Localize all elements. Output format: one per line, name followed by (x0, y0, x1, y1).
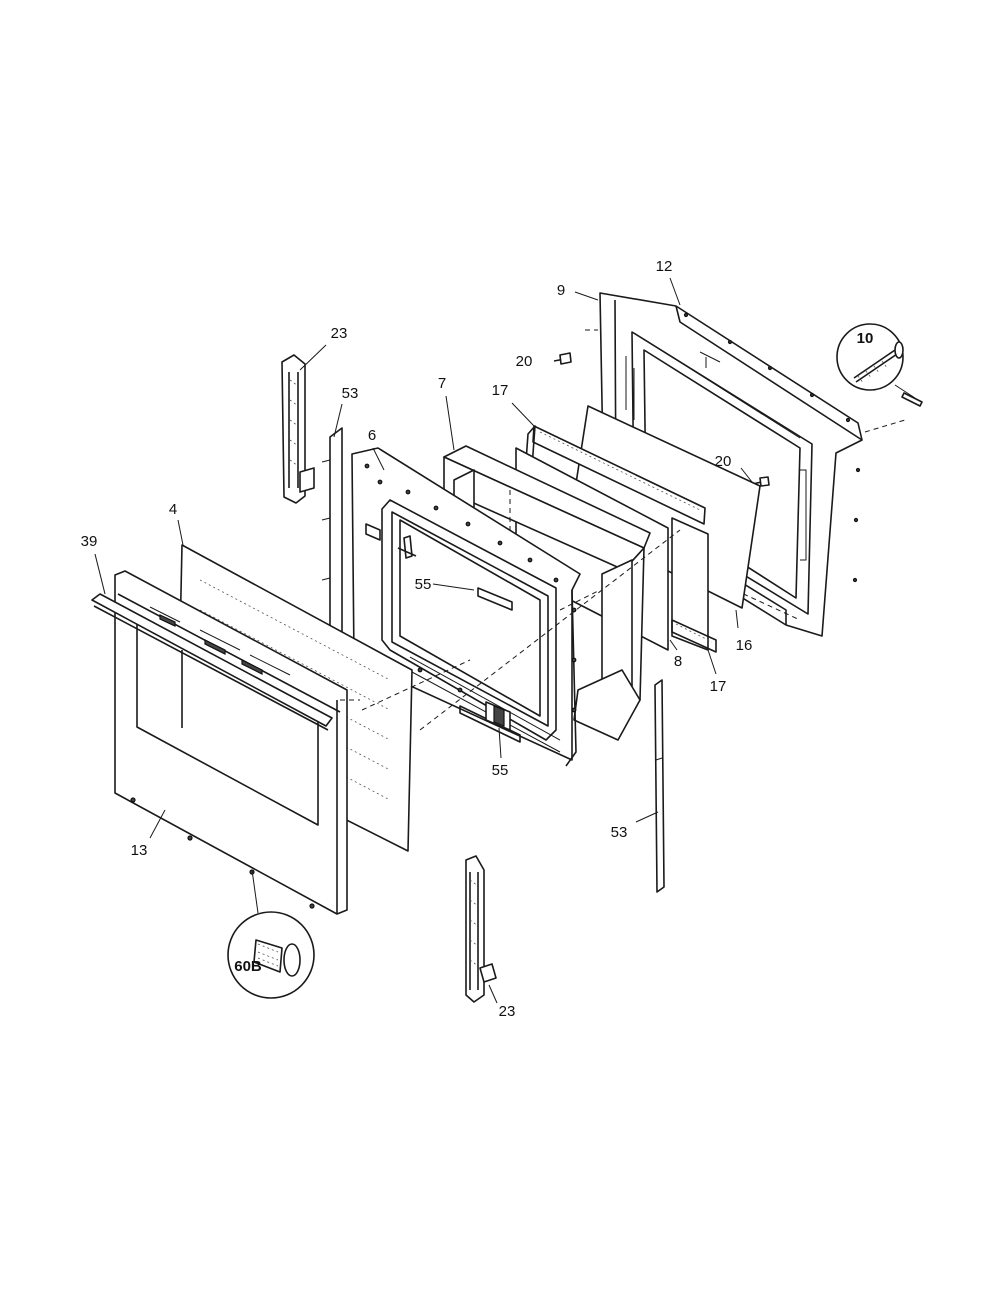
outer-door-panel (114, 570, 348, 915)
screw-20-left (553, 352, 572, 365)
label-9: 9 (557, 282, 565, 299)
door-liner-frame (599, 292, 863, 637)
label-7: 7 (438, 375, 446, 392)
screw-callout-60b (227, 911, 315, 999)
label-8: 8 (674, 653, 682, 670)
label-20-right: 20 (715, 453, 732, 470)
insulation-block (443, 445, 651, 741)
label-13: 13 (131, 842, 148, 859)
label-23-top: 23 (331, 325, 348, 342)
label-20-left: 20 (516, 353, 533, 370)
door-seal-right (654, 679, 665, 893)
label-17-top: 17 (492, 382, 509, 399)
label-39: 39 (81, 533, 98, 550)
door-hinge-bottom (465, 855, 497, 1003)
label-53-bottom: 53 (611, 824, 628, 841)
label-6: 6 (368, 427, 376, 444)
label-4: 4 (169, 501, 177, 518)
label-55-bottom: 55 (492, 762, 509, 779)
label-10: 10 (857, 330, 874, 347)
label-23-bottom: 23 (499, 1003, 516, 1020)
hinge-bracket-55-bottom (485, 701, 511, 731)
hinge-bracket-55-mid (403, 535, 513, 611)
label-17-bottom: 17 (710, 678, 727, 695)
label-53-top: 53 (342, 385, 359, 402)
label-12: 12 (656, 258, 673, 275)
label-16: 16 (736, 637, 753, 654)
label-55-mid: 55 (415, 576, 432, 593)
door-hinge-top (281, 354, 315, 504)
label-60b: 60B (234, 958, 262, 975)
screw-callout-10 (836, 323, 904, 391)
door-handle (91, 593, 333, 731)
